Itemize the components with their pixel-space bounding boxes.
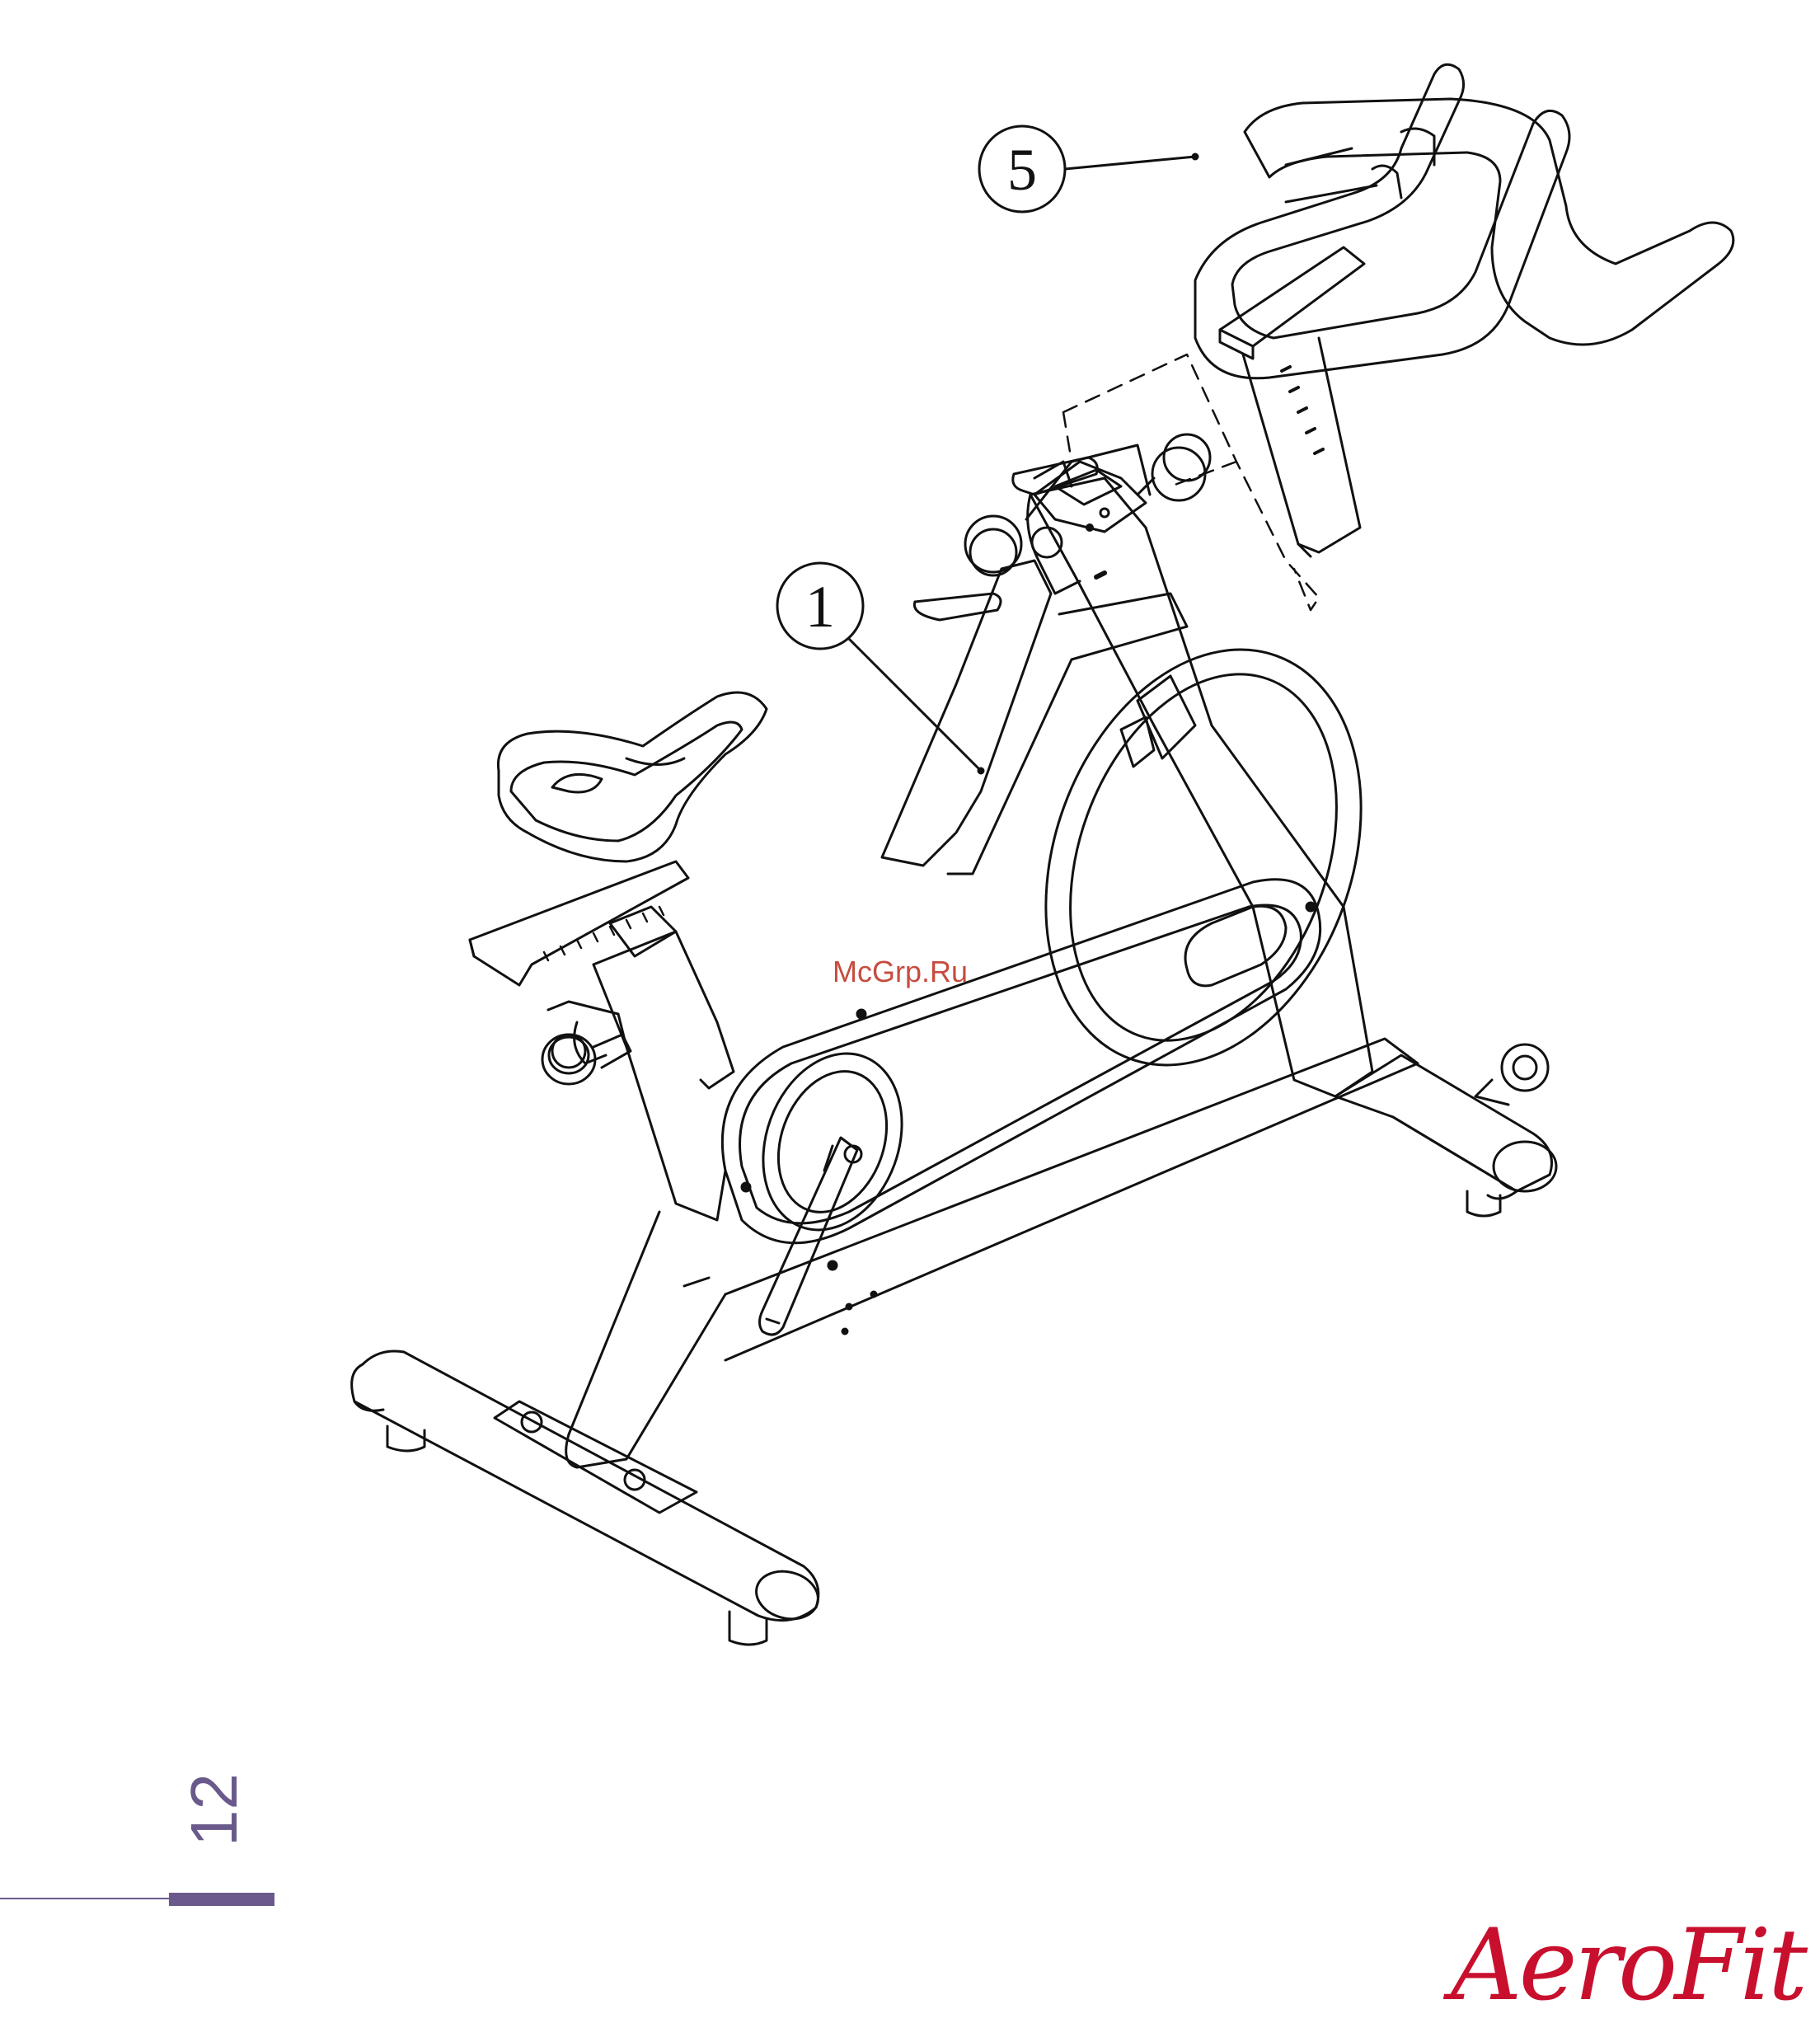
callout-5-label: 5 [1007, 137, 1037, 203]
handlebar-stem [1220, 247, 1364, 556]
down-tube [566, 1039, 1418, 1467]
footer-rule [0, 1898, 169, 1899]
front-stabilizer [1335, 1044, 1556, 1216]
watermark-text: McGrp.Ru [833, 955, 968, 989]
handlebar [1195, 64, 1733, 378]
rear-stabilizer [352, 1351, 823, 1645]
seat-tube [548, 932, 734, 1220]
seat-post-clamp [914, 458, 1097, 620]
seat-slider [470, 861, 688, 985]
callout-1-label: 1 [805, 574, 835, 640]
page-number: 12 [190, 1739, 239, 1847]
saddle [498, 692, 767, 861]
footer-accent-bar [169, 1893, 274, 1906]
brand-logo-text: AeroFit [1451, 1921, 1804, 2011]
brand-logo: AeroFit [1451, 1921, 1797, 2011]
